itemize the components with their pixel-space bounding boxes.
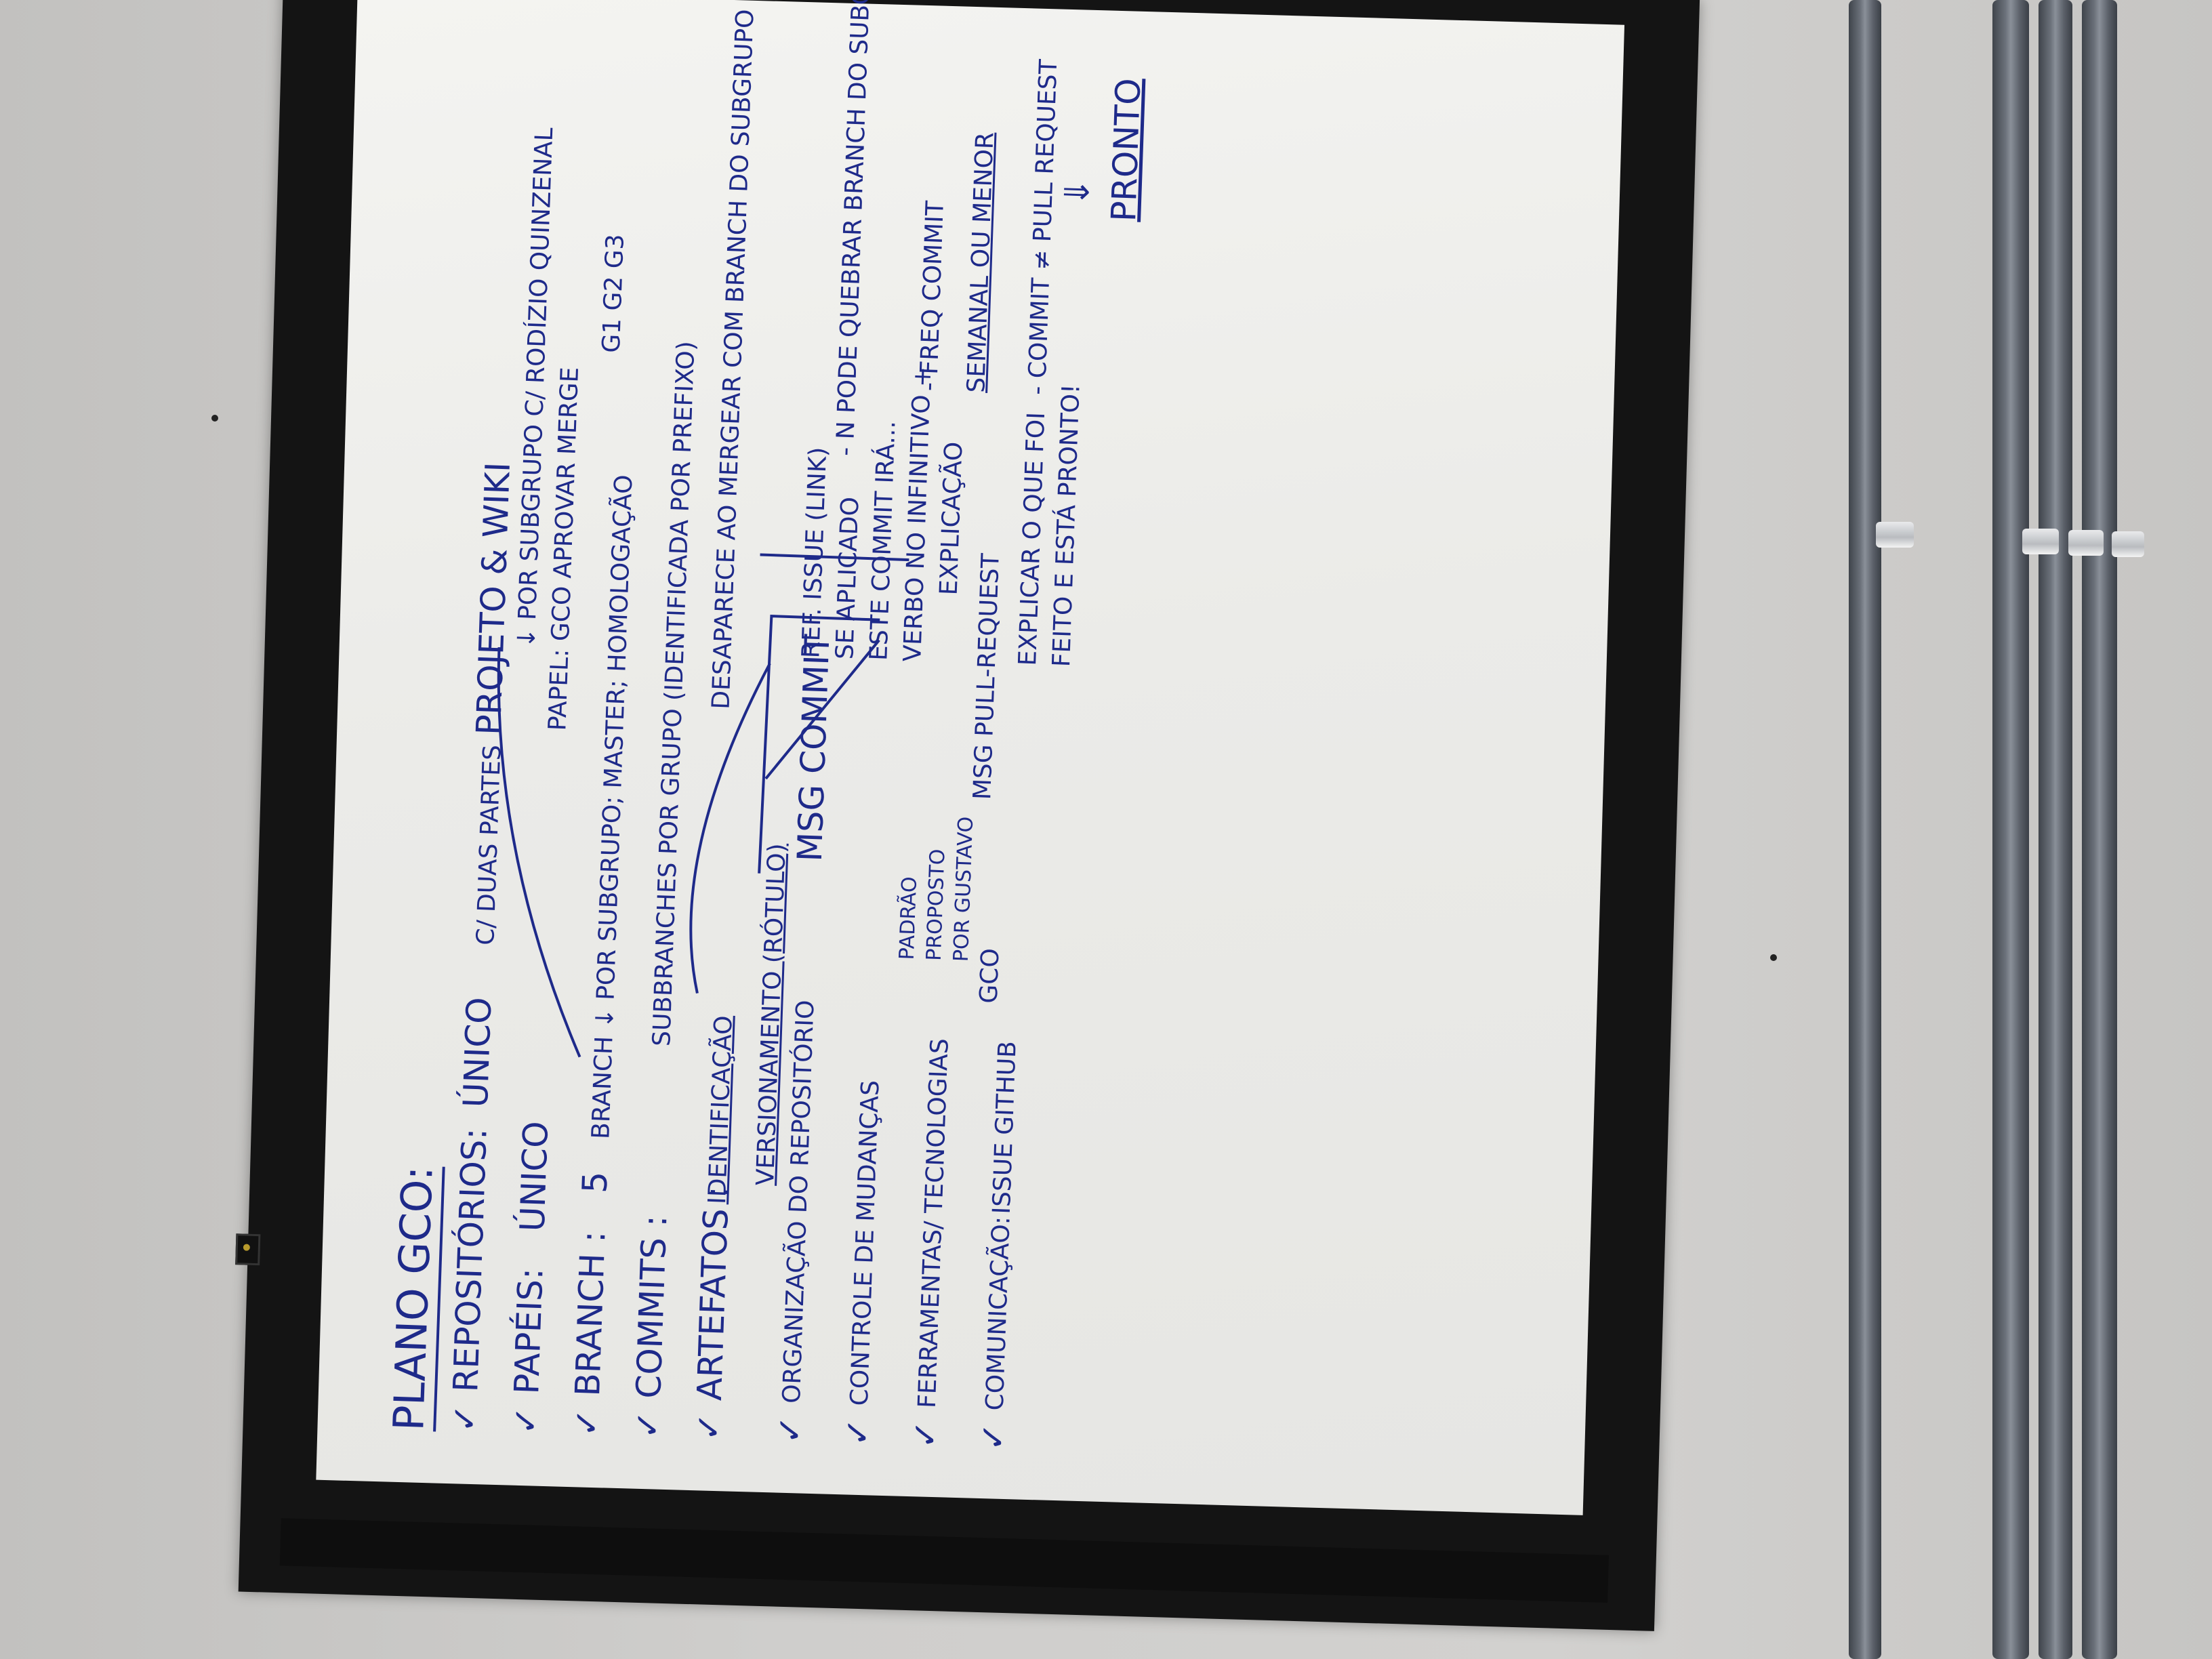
pipe: [2039, 0, 2072, 1659]
down-arrow-icon: ⇓: [1057, 177, 1098, 207]
item-value: REPOSITÓRIO: [786, 999, 820, 1167]
marker-tray: [279, 1518, 1609, 1603]
board-title: PLANO GCO:: [384, 1165, 445, 1432]
item-value: 5: [575, 1170, 615, 1194]
pipe-clamp: [2022, 529, 2059, 554]
padrao-line: POR GUSTAVO: [949, 816, 979, 962]
item-label: COMMITS :: [629, 1214, 675, 1399]
padrao-line: PROPOSTO: [922, 848, 950, 962]
frame-clip: [235, 1233, 261, 1266]
pipe-clamp: [2068, 530, 2104, 556]
connector-lines: [497, 553, 909, 1058]
item-value: ÚNICO: [512, 1120, 556, 1233]
clip-screw: [243, 1244, 250, 1251]
msg-commit-line: SE APLICADO: [831, 496, 865, 660]
msg-commit-line: EXPLICAÇÃO: [935, 441, 968, 596]
padrao-target: GCO: [975, 947, 1005, 1004]
item-label: ARTEFATOS :: [689, 1185, 737, 1401]
right-note: PRONTO: [1104, 77, 1149, 222]
check-mark: ✓: [837, 1417, 878, 1448]
check-mark: ✓: [688, 1412, 729, 1442]
handwritten-notes: PLANO GCO: ✓ REPOSITÓRIOS: ÚNICO C/ DUAS…: [363, 0, 1210, 1484]
wall-screw: [211, 415, 218, 422]
wall-screw: [1770, 954, 1777, 961]
check-mark: ✓: [905, 1419, 946, 1450]
pipe: [1849, 0, 1881, 1659]
pipe: [2082, 0, 2117, 1659]
msg-commit-label: MSG COMMIT: [790, 634, 838, 863]
item-side: G1 G2 G3: [597, 233, 630, 354]
check-mark: ✓: [445, 1404, 485, 1434]
check-mark: ✓: [506, 1406, 546, 1436]
check-mark: ✓: [627, 1410, 668, 1440]
item-label: PAPÉIS:: [507, 1267, 551, 1395]
check-mark: ✓: [972, 1422, 1014, 1452]
padrao-line: PADRÃO: [895, 876, 922, 960]
check-mark: ✓: [769, 1414, 811, 1445]
check-mark: ✓: [566, 1408, 607, 1438]
pipe-clamp: [1876, 522, 1914, 548]
item-label: BRANCH :: [568, 1230, 613, 1397]
item-value: ÚNICO: [455, 996, 499, 1109]
pipe-clamp: [2112, 531, 2144, 557]
pipe: [1992, 0, 2029, 1659]
